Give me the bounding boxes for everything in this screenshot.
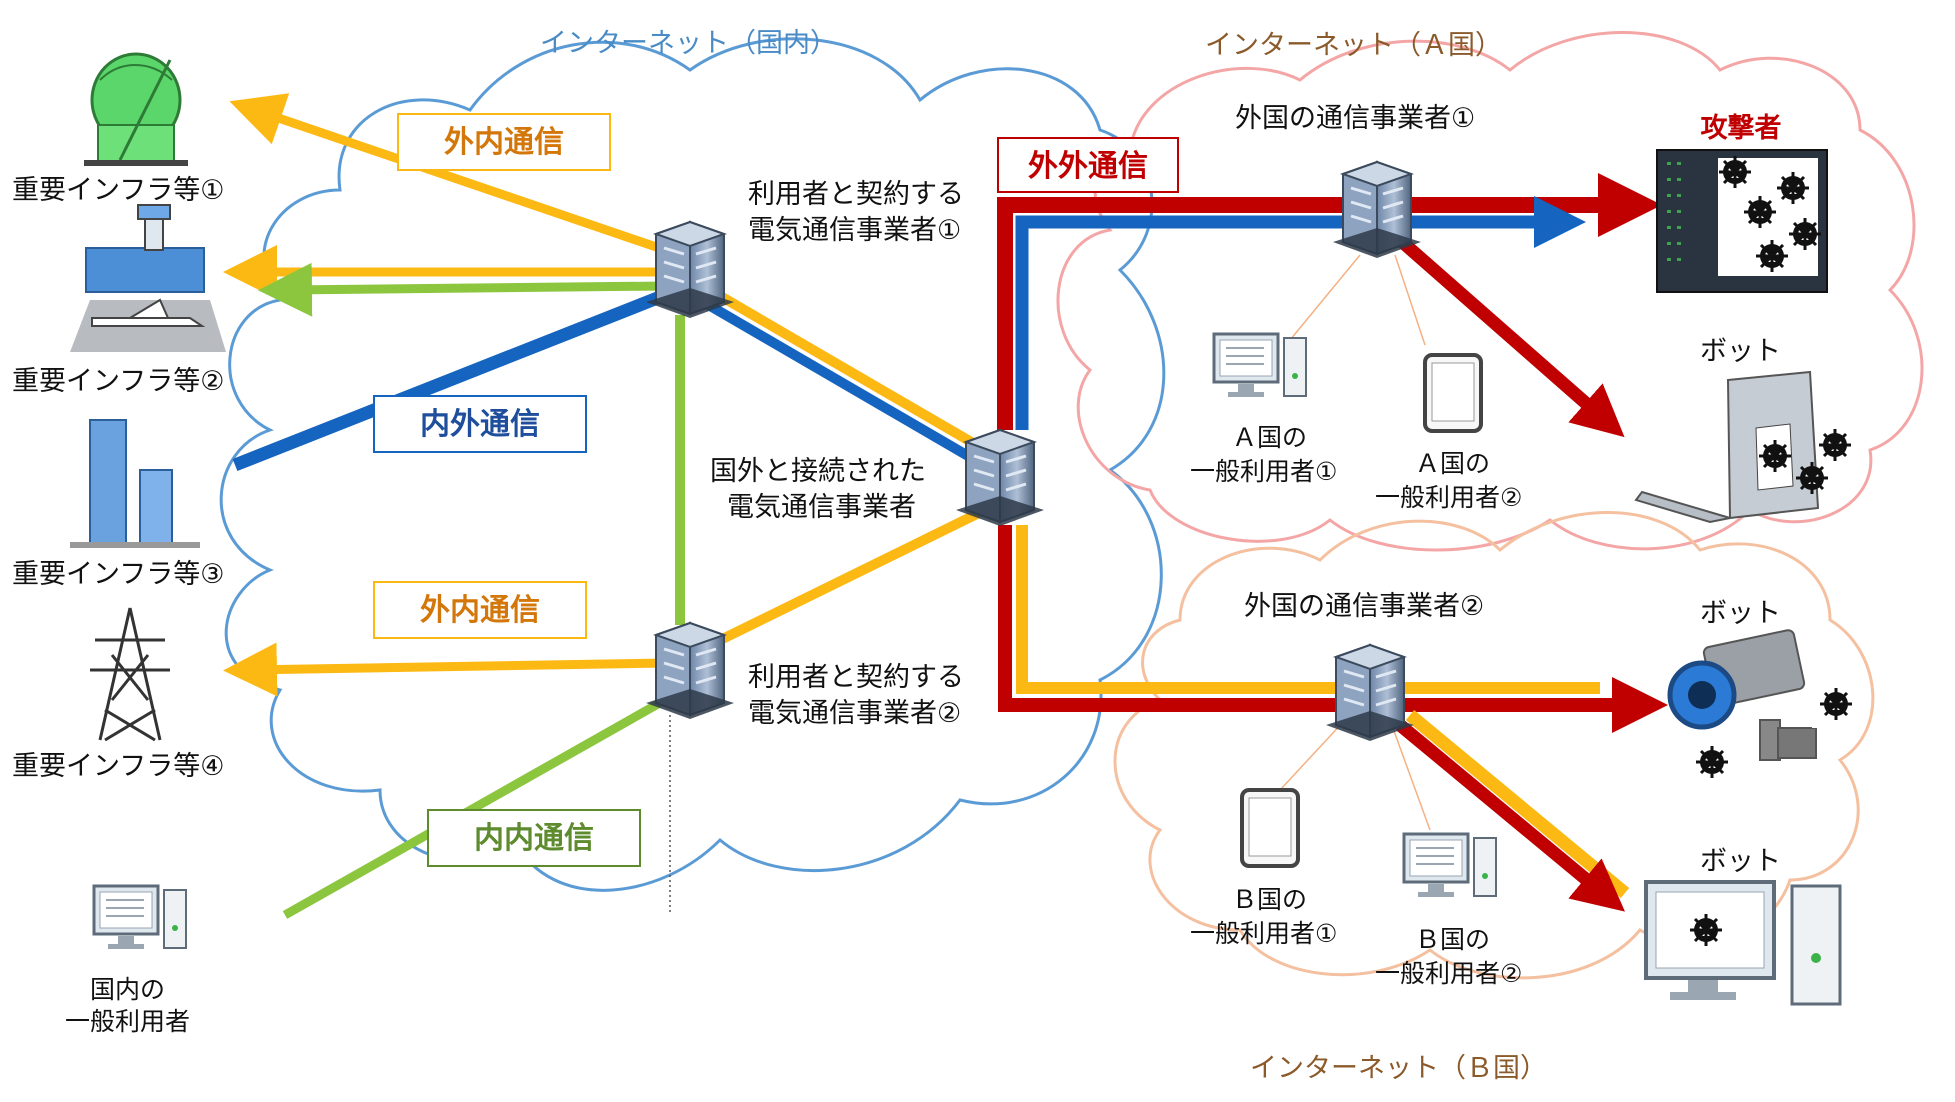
line-domestic-user-green (282, 696, 668, 919)
a-user-2-line2: 一般利用者② (1375, 483, 1522, 512)
comm-label-outer-inner-mid: 外内通信 (373, 581, 587, 639)
building-icon-international (954, 428, 1046, 528)
infra-label-3: 重要インフラ等③ (12, 559, 224, 590)
cloud-country-b (1113, 511, 1875, 980)
gas-tank-icon (84, 52, 188, 166)
bot-label-2: ボット (1700, 598, 1781, 629)
carrier-intl-line2: 電気通信事業者 (727, 492, 916, 523)
building-icon-foreign-2 (1324, 643, 1416, 743)
svg-text:外外通信: 外外通信 (1028, 149, 1148, 184)
arrow-infra1-yellow (229, 93, 667, 255)
comm-label-inner-inner: 内内通信 (427, 809, 641, 867)
carrier-contract-2-line1: 利用者と契約する (748, 662, 964, 693)
comm-label-outer-inner-top: 外内通信 (397, 113, 611, 171)
domestic-user-line1: 国内の (90, 975, 165, 1004)
comm-label-inner-outer: 内外通信 (373, 395, 587, 453)
power-tower-icon (90, 607, 170, 742)
cloud-label-a: インターネット（Ａ国） (1205, 30, 1502, 61)
cloud-label-b: インターネット（Ｂ国） (1250, 1053, 1547, 1084)
carrier-contract-2-line2: 電気通信事業者② (748, 698, 961, 729)
camera-bot-icon (1667, 629, 1860, 784)
cloud-label-domestic: インターネット（国内） (540, 28, 837, 59)
arrow-infra4-yellow (223, 642, 666, 697)
b-user-1-tablet-icon (1240, 788, 1300, 868)
domestic-user-pc-icon (92, 884, 188, 951)
server-rack-icon (1656, 149, 1828, 293)
path-intl-foreign2-yellow (1016, 525, 1600, 694)
line-intl-c2-yellow (697, 505, 988, 655)
infra-label-4: 重要インフラ等④ (12, 751, 224, 782)
a-user-1-line2: 一般利用者① (1190, 457, 1337, 486)
building-icon-contract-1 (644, 220, 736, 320)
b-user-2-line1: Ｂ国の (1415, 925, 1490, 954)
svg-text:内外通信: 内外通信 (420, 407, 540, 442)
svg-text:外内通信: 外内通信 (420, 593, 540, 628)
b-user-2-line2: 一般利用者② (1375, 959, 1522, 988)
connection-lines (669, 173, 1668, 915)
line-inner-outer-blue (232, 288, 668, 472)
svg-text:内内通信: 内内通信 (474, 821, 594, 856)
path-intl-foreign2-red (998, 525, 1668, 733)
line-foreign2-bot3-red (1395, 719, 1626, 912)
office-buildings-icon (70, 419, 200, 548)
laptop-bot-icon (1634, 370, 1853, 524)
comm-label-outer-outer: 外外通信 (997, 137, 1179, 193)
b-user-2-pc-icon (1402, 832, 1498, 899)
attacker-label: 攻撃者 (1701, 113, 1782, 144)
b-user-1-line1: Ｂ国の (1232, 885, 1307, 914)
domestic-user-line2: 一般利用者 (65, 1007, 190, 1036)
cloud-domestic (219, 37, 1166, 892)
b-user-1-line2: 一般利用者① (1190, 919, 1337, 948)
svg-text:外内通信: 外内通信 (444, 125, 564, 160)
cloud-country-a (1056, 31, 1924, 552)
building-icon-contract-2 (644, 621, 736, 721)
pc-bot-icon (1644, 880, 1842, 1006)
arrow-infra2-green (258, 262, 666, 317)
airport-icon (70, 204, 226, 352)
carrier-foreign-2: 外国の通信事業者② (1244, 591, 1484, 622)
left-arrows (223, 93, 668, 919)
a-user-2-line1: Ａ国の (1415, 449, 1490, 478)
building-icon-foreign-1 (1331, 160, 1423, 260)
bot-label-3: ボット (1700, 846, 1781, 877)
infra-label-1: 重要インフラ等① (12, 175, 224, 206)
carrier-contract-1-line1: 利用者と契約する (748, 179, 964, 210)
carrier-intl-line1: 国外と接続された (710, 456, 926, 487)
carrier-contract-1-line2: 電気通信事業者① (748, 215, 961, 246)
line-c1-intl-yellow (707, 285, 988, 455)
a-user-1-line1: Ａ国の (1232, 423, 1307, 452)
line-c1-intl-blue (697, 295, 978, 465)
line-foreign1-bot1 (1395, 235, 1625, 438)
a-user-1-pc-icon (1212, 332, 1308, 399)
carrier-foreign-1: 外国の通信事業者① (1235, 103, 1475, 134)
path-intl-foreign1-red (997, 173, 1662, 430)
a-user-2-tablet-icon (1423, 353, 1483, 433)
bot-label-1: ボット (1700, 336, 1781, 367)
infra-label-2: 重要インフラ等② (12, 366, 224, 397)
